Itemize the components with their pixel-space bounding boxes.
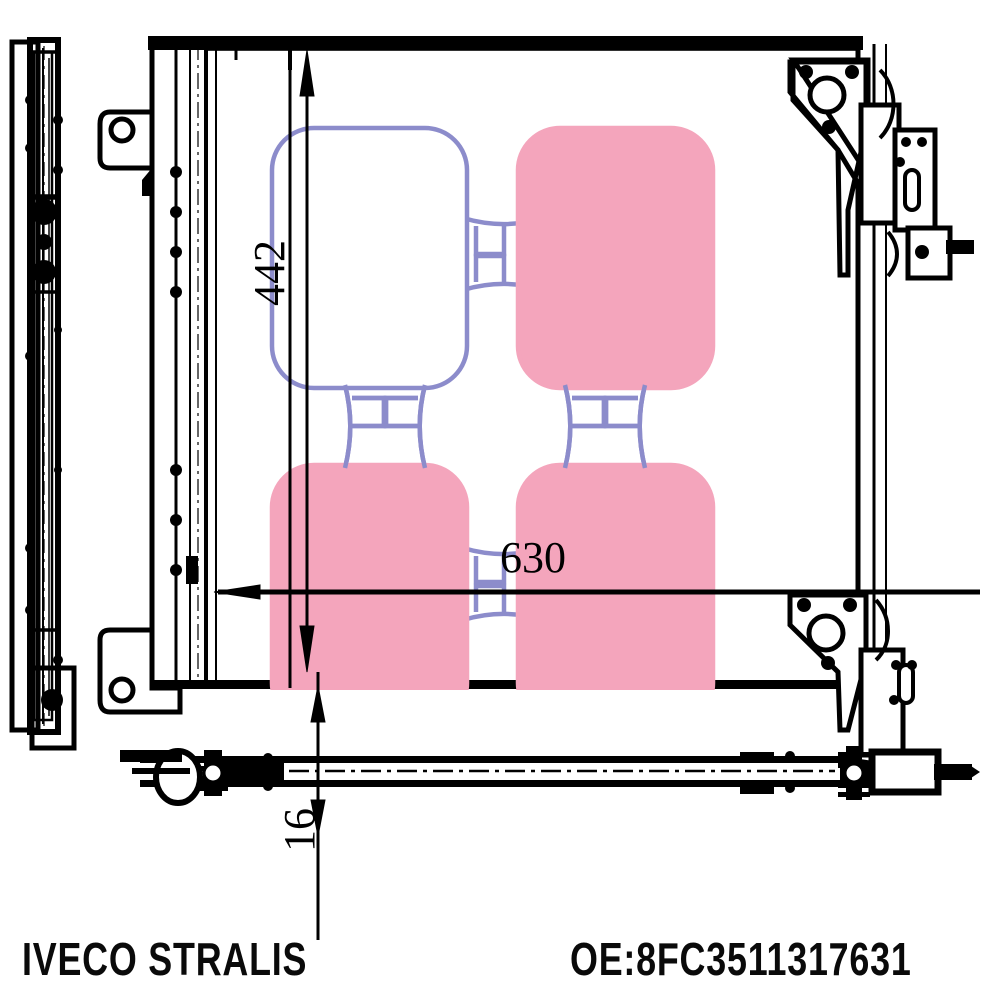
bracket-bottom-right bbox=[787, 592, 869, 733]
dim-arrow-height-bottom bbox=[299, 625, 315, 673]
core-block-top-left bbox=[269, 125, 470, 391]
dimension-lines bbox=[213, 40, 980, 940]
caption-area: IVECO STRALIS OE:8FC3511317631 bbox=[0, 914, 1000, 1000]
vehicle-model-caption: IVECO STRALIS bbox=[22, 933, 308, 985]
core-block-top-right bbox=[515, 125, 716, 391]
bottom-section-view bbox=[120, 746, 980, 806]
bracket-bottom-left bbox=[97, 627, 183, 715]
condenser-core bbox=[269, 125, 716, 690]
left-tank-detail bbox=[170, 166, 198, 584]
bracket-top-right bbox=[787, 57, 871, 278]
dimension-label-width: 630 bbox=[500, 533, 566, 582]
dimension-label-depth: 16 bbox=[275, 808, 324, 852]
dimension-label-height: 442 bbox=[245, 240, 294, 306]
side-profile-view bbox=[9, 37, 77, 751]
oe-number-caption: OE:8FC3511317631 bbox=[570, 933, 912, 985]
dim-arrow-width-left bbox=[213, 584, 261, 600]
fitting-block-top-right bbox=[858, 68, 974, 281]
core-block-bottom-left bbox=[269, 462, 470, 690]
core-connector-stubs bbox=[342, 384, 648, 469]
bracket-top-left bbox=[97, 109, 155, 196]
core-block-bottom-right bbox=[515, 462, 716, 690]
